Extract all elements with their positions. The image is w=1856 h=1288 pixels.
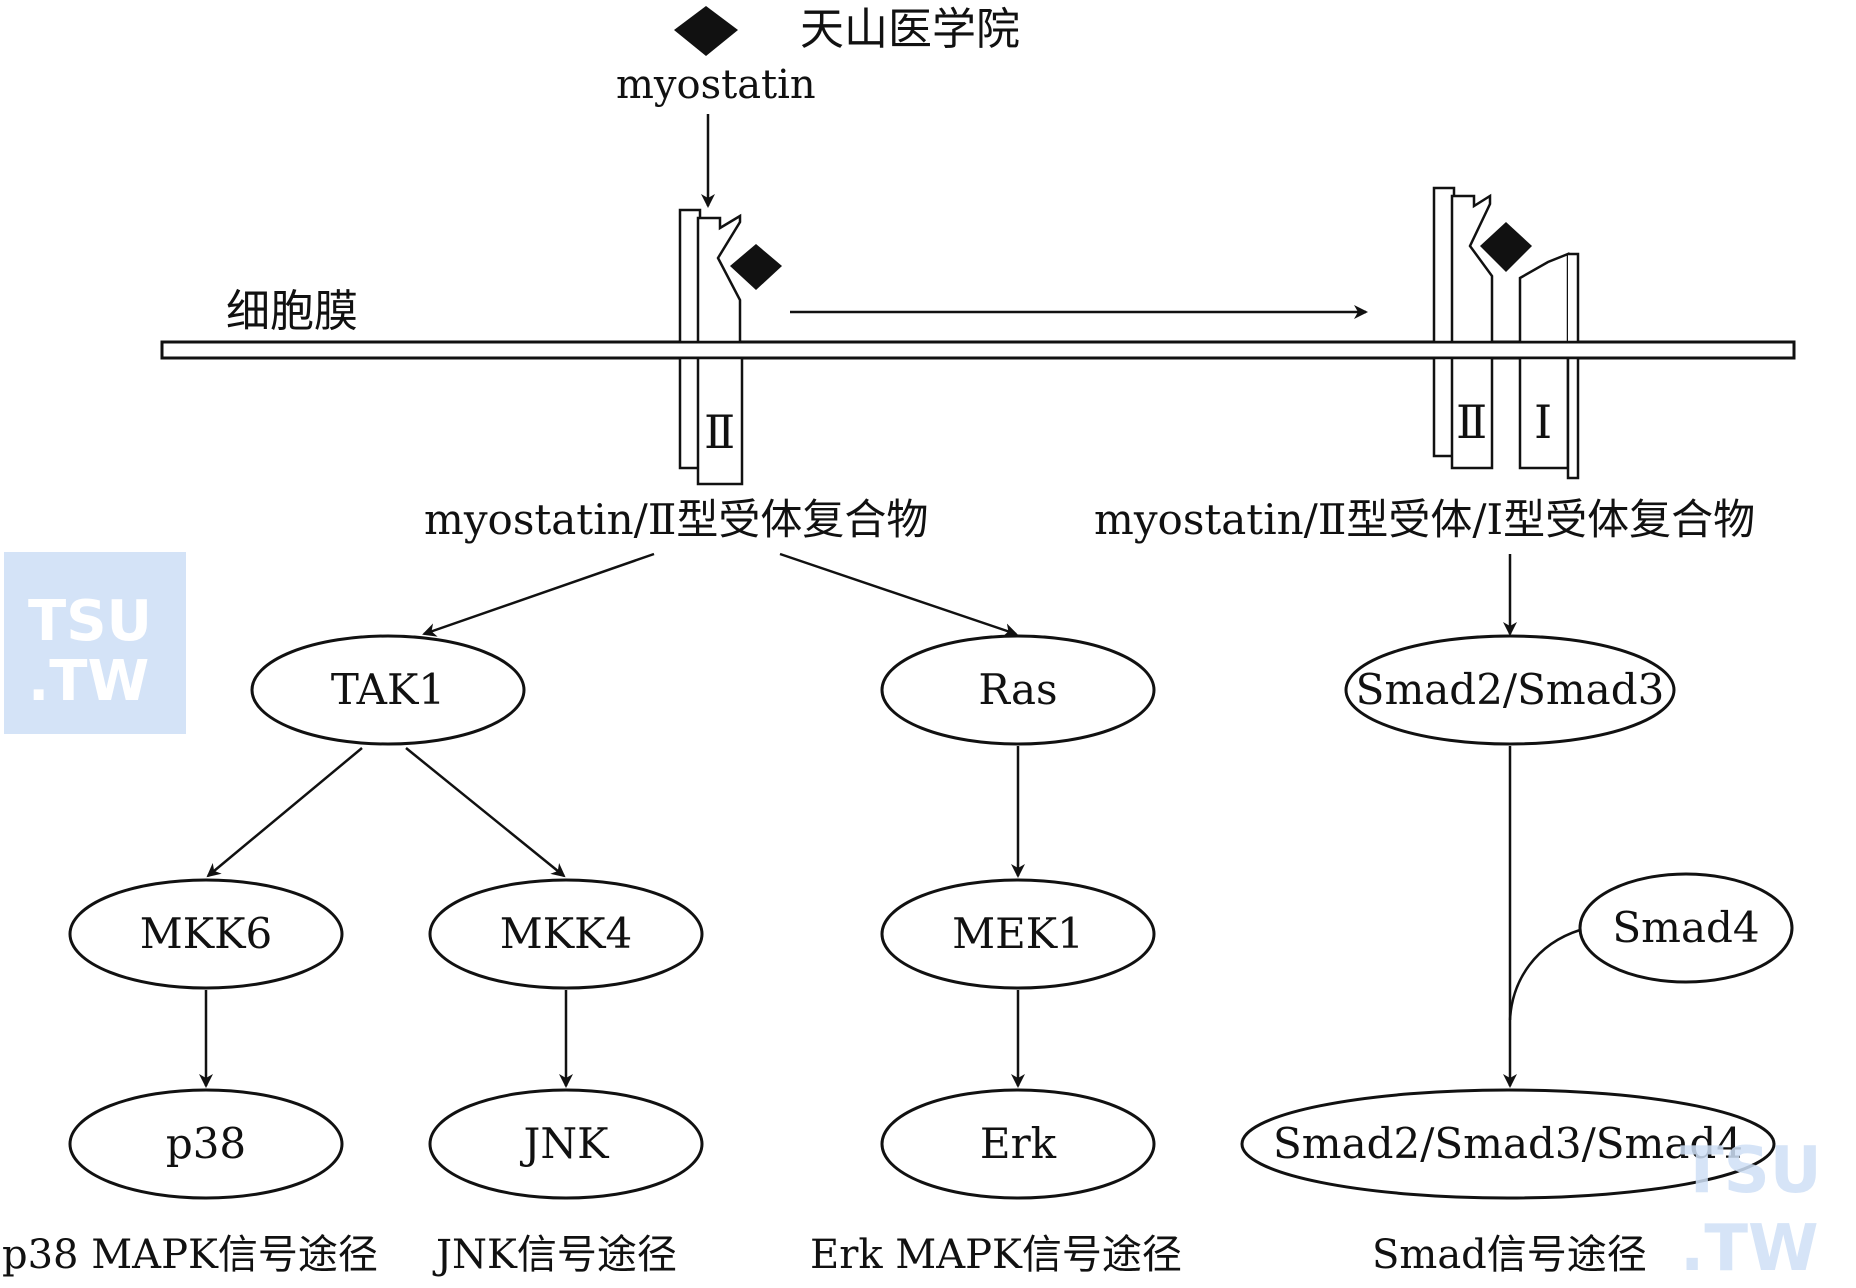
svg-text:MKK6: MKK6: [140, 909, 272, 958]
node-mkk6: MKK6: [68, 878, 344, 990]
node-jnk: JNK: [428, 1088, 704, 1200]
svg-text:Erk: Erk: [980, 1119, 1057, 1168]
watermark-logo-right: TSU .TW: [1680, 1134, 1822, 1286]
receptor-II-left-label: Ⅱ: [704, 405, 735, 459]
node-p38: p38: [68, 1088, 344, 1200]
svg-text:.TW: .TW: [1680, 1212, 1819, 1286]
svg-text:MEK1: MEK1: [952, 909, 1084, 958]
svg-text:p38: p38: [166, 1119, 246, 1168]
svg-text:Ras: Ras: [978, 665, 1057, 714]
svg-text:TSU: TSU: [1680, 1134, 1822, 1208]
watermark-top: 天山医学院: [800, 4, 1020, 55]
svg-text:TAK1: TAK1: [331, 665, 445, 714]
svg-text:Smad2/Smad3/Smad4: Smad2/Smad3/Smad4: [1273, 1119, 1743, 1168]
node-smad4: Smad4: [1578, 872, 1794, 984]
receptor-type-II-right: [1432, 186, 1532, 470]
ligand-label: myostatin: [616, 62, 816, 108]
ligand-diamond-icon: [674, 6, 738, 56]
receptor-type-II-left: [678, 208, 782, 486]
node-mkk4: MKK4: [428, 878, 704, 990]
complex-right-label: myostatin/Ⅱ型受体/Ⅰ型受体复合物: [1094, 495, 1755, 544]
arrow-tak1-to-mkk6: [206, 747, 363, 878]
node-smad2-smad3-smad4: Smad2/Smad3/Smad4: [1240, 1088, 1776, 1200]
node-ras: Ras: [880, 634, 1156, 746]
svg-text:.TW: .TW: [28, 649, 149, 714]
pathway-label-erk: Erk MAPK信号途径: [810, 1232, 1182, 1278]
watermark-logo-left: TSU .TW: [4, 552, 186, 734]
pathway-label-jnk: JNK信号途径: [432, 1232, 677, 1278]
receptor-I-right-label: Ⅰ: [1534, 395, 1552, 449]
node-smad2-smad3: Smad2/Smad3: [1344, 634, 1676, 746]
node-mek1: MEK1: [880, 878, 1156, 990]
pathway-label-smad: Smad信号途径: [1372, 1232, 1647, 1278]
cell-membrane: [160, 340, 1796, 360]
receptor-type-I-right: [1518, 252, 1580, 480]
pathway-label-p38: p38 MAPK信号途径: [2, 1232, 378, 1278]
arrow-complex-to-ras: [779, 552, 1018, 637]
node-tak1: TAK1: [250, 634, 526, 746]
node-erk: Erk: [880, 1088, 1156, 1200]
membrane-label: 细胞膜: [226, 286, 358, 337]
arrow-complex-to-tak1: [422, 552, 655, 637]
arrow-tak1-to-mkk4: [405, 747, 566, 878]
receptor-II-right-label: Ⅱ: [1456, 395, 1487, 449]
svg-text:Smad4: Smad4: [1612, 903, 1759, 952]
svg-text:TSU: TSU: [28, 589, 152, 654]
svg-text:MKK4: MKK4: [500, 909, 632, 958]
connector-smad4-merge: [1508, 928, 1581, 1021]
svg-text:Smad2/Smad3: Smad2/Smad3: [1356, 665, 1665, 714]
svg-text:JNK: JNK: [520, 1119, 611, 1168]
complex-left-label: myostatin/Ⅱ型受体复合物: [424, 495, 928, 544]
